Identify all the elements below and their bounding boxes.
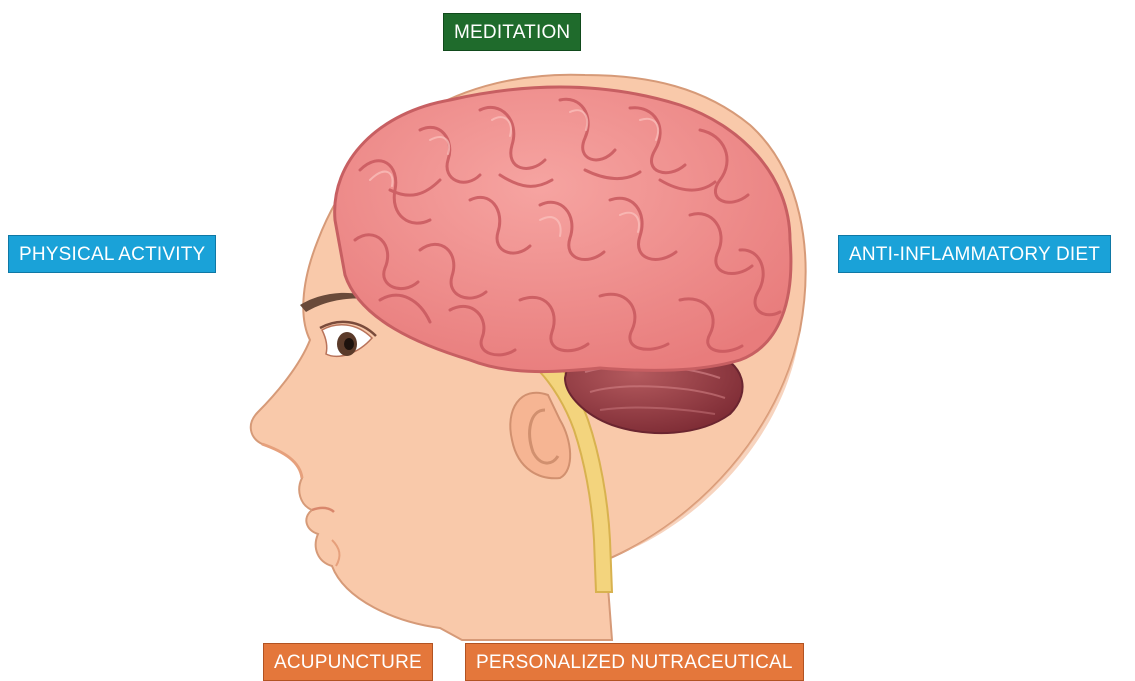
cerebrum <box>335 87 791 371</box>
label-meditation: MEDITATION <box>443 13 581 51</box>
label-anti-inflammatory-diet: ANTI-INFLAMMATORY DIET <box>838 235 1111 273</box>
label-personalized-nutraceutical: PERSONALIZED NUTRACEUTICAL <box>465 643 804 681</box>
label-acupuncture: ACUPUNCTURE <box>263 643 433 681</box>
label-physical-activity: PHYSICAL ACTIVITY <box>8 235 216 273</box>
